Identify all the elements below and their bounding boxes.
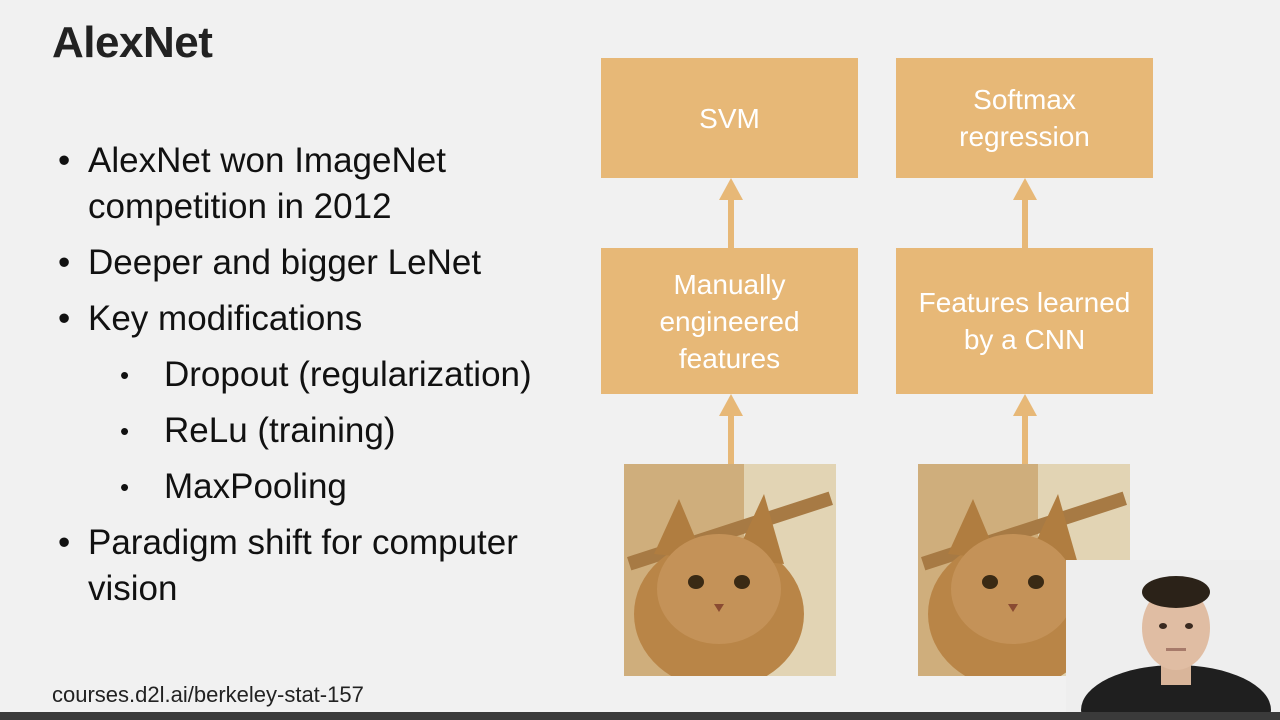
bullet-text: AlexNet won ImageNet competition in 2012: [88, 141, 446, 226]
bullet-dot-icon: •: [58, 243, 71, 282]
arrow-up-icon: [1013, 394, 1037, 464]
softmax-box: Softmax regression: [896, 58, 1153, 178]
sub-bullet-item: • Dropout (regularization): [56, 352, 596, 398]
bullet-item: • Key modifications: [56, 296, 596, 342]
bullet-dot-icon: •: [120, 416, 130, 446]
bullet-dot-icon: •: [120, 360, 130, 390]
sub-bullet-item: • ReLu (training): [56, 408, 596, 454]
arrow-up-icon: [719, 178, 743, 248]
bullet-list: • AlexNet won ImageNet competition in 20…: [56, 138, 596, 622]
arrow-up-icon: [1013, 178, 1037, 248]
slide-title: AlexNet: [52, 18, 213, 67]
presenter-video: [1066, 560, 1280, 720]
bullet-dot-icon: •: [58, 299, 71, 338]
presenter-icon: [1066, 560, 1280, 720]
bottom-bar: [0, 712, 1280, 720]
cat-icon: [624, 464, 836, 676]
bullet-item: • Paradigm shift for computer vision: [56, 520, 588, 612]
bullet-dot-icon: •: [58, 523, 71, 562]
cat-image: [624, 464, 836, 676]
bullet-text: Key modifications: [88, 299, 363, 338]
bullet-text: Paradigm shift for computer vision: [88, 523, 518, 608]
bullet-item: • AlexNet won ImageNet competition in 20…: [56, 138, 558, 230]
bullet-item: • Deeper and bigger LeNet: [56, 240, 596, 286]
sub-bullet-text: Dropout (regularization): [164, 355, 532, 394]
bullet-text: Deeper and bigger LeNet: [88, 243, 482, 282]
sub-bullet-text: ReLu (training): [164, 411, 396, 450]
bullet-dot-icon: •: [58, 141, 71, 180]
course-url: courses.d2l.ai/berkeley-stat-157: [52, 682, 364, 707]
svm-box: SVM: [601, 58, 858, 178]
arrow-up-icon: [719, 394, 743, 464]
manual-features-box: Manually engineered features: [601, 248, 858, 394]
sub-bullet-item: • MaxPooling: [56, 464, 596, 510]
sub-bullet-text: MaxPooling: [164, 467, 347, 506]
bullet-dot-icon: •: [120, 472, 130, 502]
cnn-features-box: Features learned by a CNN: [896, 248, 1153, 394]
